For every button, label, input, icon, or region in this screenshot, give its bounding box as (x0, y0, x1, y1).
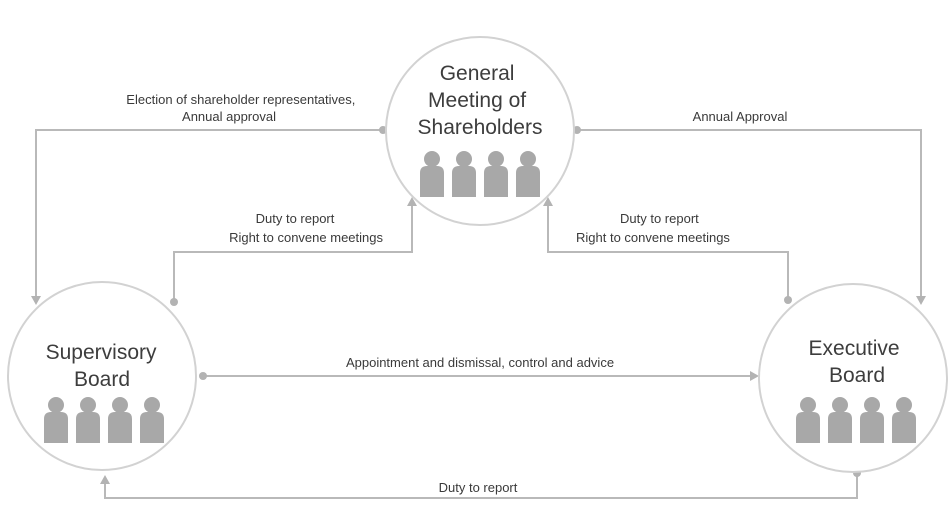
label-sb-to-gm-line-1: Duty to report (256, 211, 335, 226)
node-executive-board: Executive Board (758, 283, 948, 473)
supervisory-board-label-line-1: Supervisory (46, 341, 157, 364)
label-election-line-2: Annual approval (182, 109, 276, 124)
edge-labels: Election of shareholder representatives,… (126, 92, 787, 495)
connector-eb-to-gm (547, 204, 789, 300)
supervisory-board-label-line-2: Board (74, 368, 130, 391)
connector-eb-to-sb-arrowhead (100, 475, 110, 484)
label-sb-to-gm-line-2: Right to convene meetings (229, 230, 383, 245)
label-eb-to-gm: Duty to report Right to convene meetings (576, 211, 730, 245)
connector-annual-approval-arrowhead (916, 296, 926, 305)
executive-board-label-line-1: Executive (809, 337, 900, 360)
connector-appointment-arrowhead (750, 371, 759, 381)
label-sb-to-gm: Duty to report Right to convene meetings (229, 211, 383, 245)
connectors (31, 126, 926, 499)
general-meeting-label: General Meeting of Shareholders (418, 62, 543, 139)
connector-annual-approval (577, 129, 922, 298)
connector-appointment-start-dot (199, 372, 207, 380)
connector-sb-to-gm (173, 204, 413, 302)
general-meeting-label-line-1: General (440, 62, 515, 85)
label-election-line-1: Election of shareholder representatives, (126, 92, 355, 107)
label-annual-approval-line-1: Annual Approval (693, 109, 788, 124)
general-meeting-label-line-3: Shareholders (418, 116, 543, 139)
label-eb-to-gm-line-1: Duty to report (620, 211, 699, 226)
general-meeting-label-line-2: Meeting of (428, 89, 526, 112)
label-appointment: Appointment and dismissal, control and a… (346, 355, 614, 370)
connector-sb-to-gm-start-dot (170, 298, 178, 306)
label-annual-approval: Annual Approval (693, 109, 788, 124)
supervisory-board-label: Supervisory Board (46, 341, 163, 391)
node-general-meeting: General Meeting of Shareholders (385, 36, 575, 226)
label-eb-to-sb: Duty to report (439, 480, 518, 495)
connector-annual-approval-start-dot (573, 126, 581, 134)
label-appointment-line-1: Appointment and dismissal, control and a… (346, 355, 614, 370)
executive-board-label: Executive Board (809, 337, 906, 387)
connector-eb-to-gm-arrowhead (543, 197, 553, 206)
connector-eb-to-sb (104, 473, 858, 499)
node-supervisory-board: Supervisory Board (7, 281, 197, 471)
connector-election (35, 129, 383, 298)
connector-eb-to-gm-start-dot (784, 296, 792, 304)
connector-election-arrowhead (31, 296, 41, 305)
label-election: Election of shareholder representatives,… (126, 92, 359, 124)
connector-sb-to-gm-arrowhead (407, 197, 417, 206)
label-eb-to-gm-line-2: Right to convene meetings (576, 230, 730, 245)
label-eb-to-sb-line-1: Duty to report (439, 480, 518, 495)
connector-election-start-dot (379, 126, 387, 134)
executive-board-label-line-2: Board (829, 364, 885, 387)
